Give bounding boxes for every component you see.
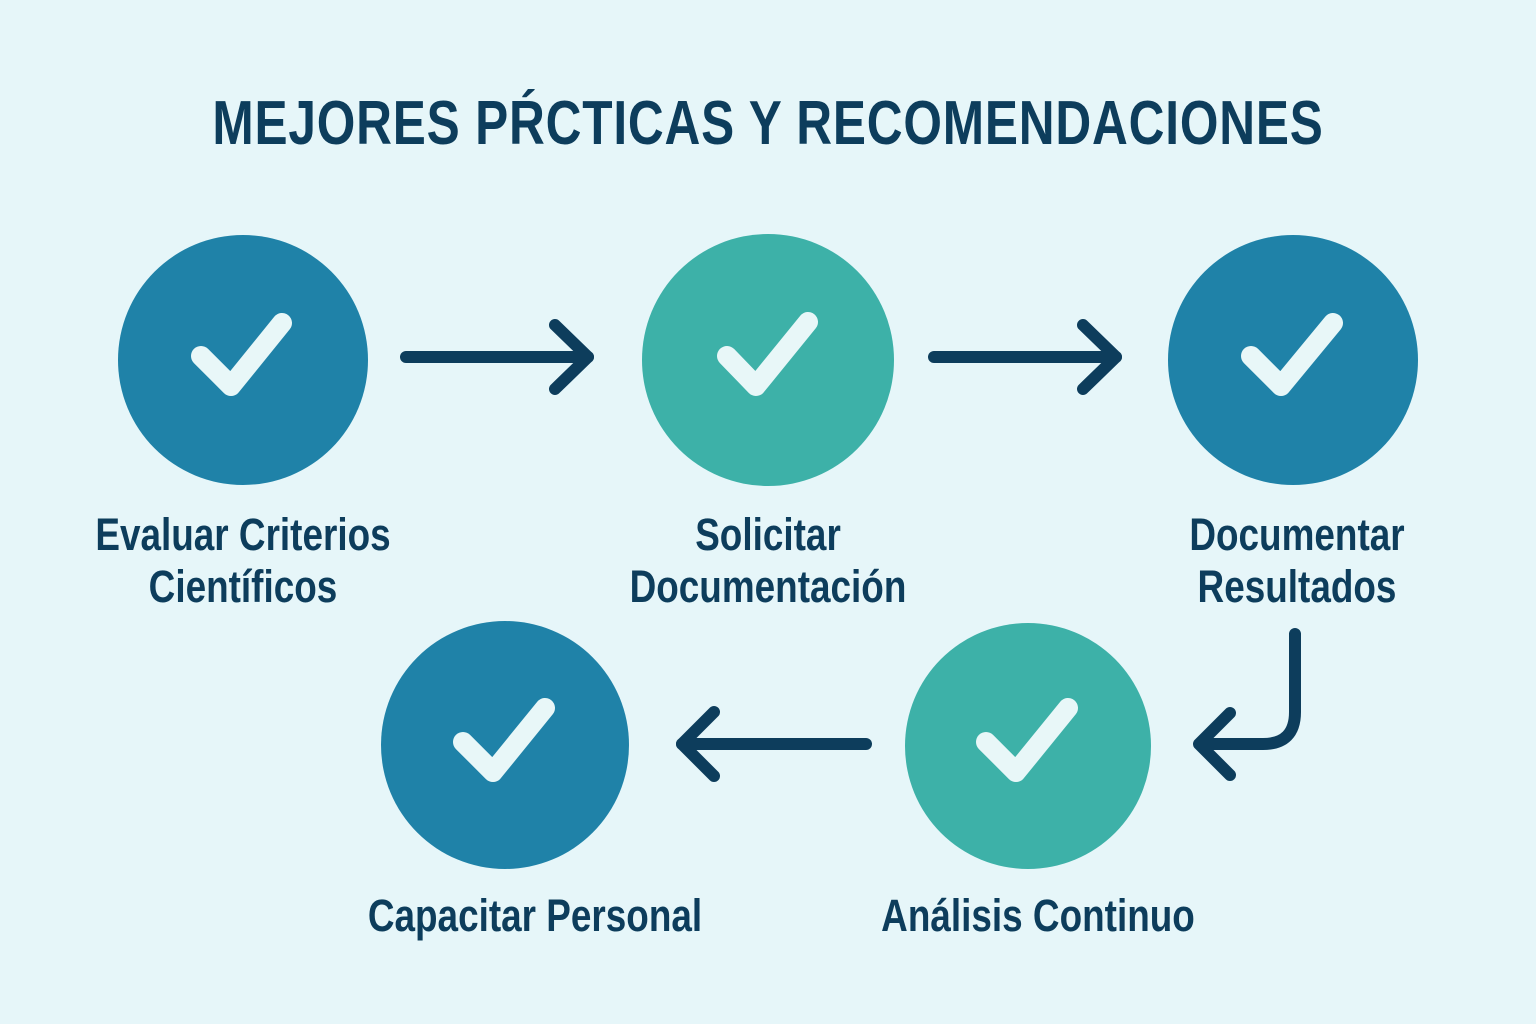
step-1-evaluar-criterios xyxy=(118,235,368,485)
check-icon xyxy=(453,698,555,782)
check-icon xyxy=(191,313,292,396)
check-icon xyxy=(717,312,818,396)
step-4-analisis-continuo xyxy=(905,623,1151,869)
step-3-label: Documentar Resultados xyxy=(1126,509,1467,613)
step-1-label-line1: Evaluar Criterios xyxy=(95,509,391,560)
step-2-solicitar-documentacion xyxy=(642,234,894,486)
page-title: MEJORES PŔCTICAS Y RECOMENDACIONES xyxy=(212,89,1324,158)
step-2-label-line2: Documentación xyxy=(629,561,907,612)
step-3-documentar-resultados xyxy=(1168,235,1418,485)
step-5-label: Capacitar Personal xyxy=(364,890,705,942)
step-5-capacitar-personal xyxy=(381,621,629,869)
step-2-label: Solicitar Documentación xyxy=(597,509,938,613)
step-4-label: Análisis Continuo xyxy=(867,890,1208,942)
step-3-label-line2: Resultados xyxy=(1197,561,1397,612)
step-3-label-line1: Documentar xyxy=(1189,509,1405,560)
step-4-label-line1: Análisis Continuo xyxy=(881,890,1195,941)
arrow-right-icon xyxy=(400,319,594,395)
step-2-label-line1: Solicitar xyxy=(695,509,841,560)
arrow-curved-down-left-icon xyxy=(1193,628,1301,781)
arrow-left-icon xyxy=(676,706,872,782)
step-1-label-line2: Científicos xyxy=(148,561,338,612)
step-1-label: Evaluar Criterios Científicos xyxy=(72,509,413,613)
check-icon xyxy=(976,698,1078,782)
arrow-right-icon xyxy=(928,319,1122,395)
step-5-label-line1: Capacitar Personal xyxy=(367,890,703,941)
check-icon xyxy=(1241,313,1343,396)
